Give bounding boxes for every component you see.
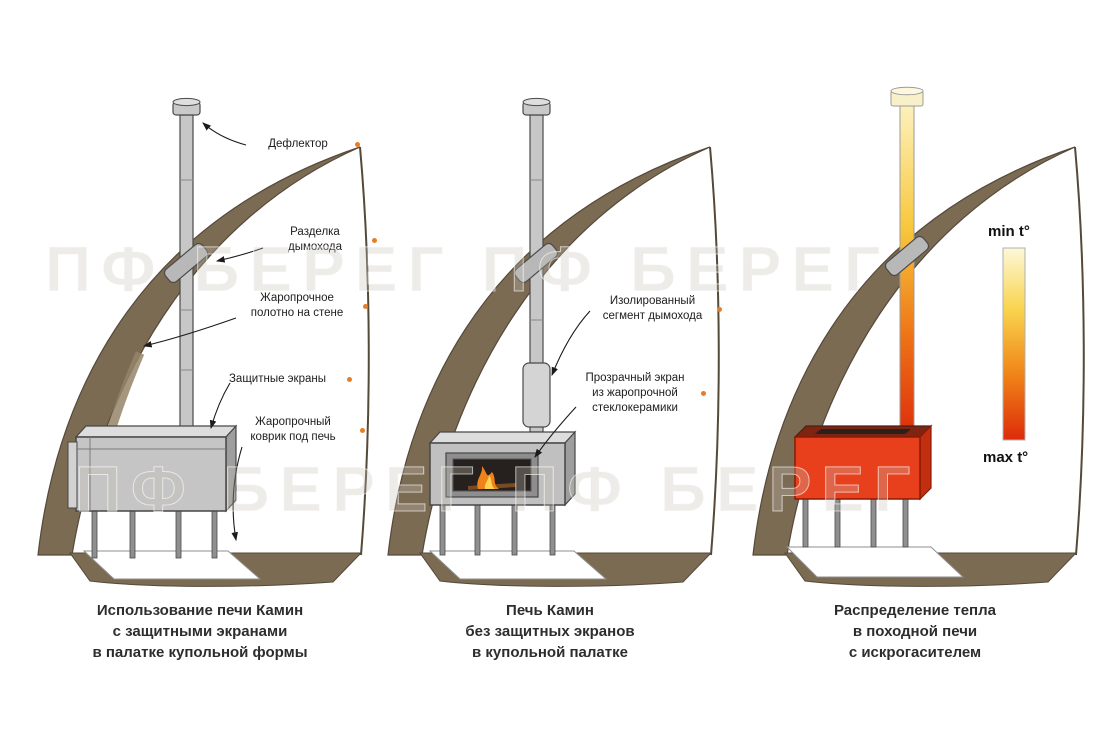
label-text: Жаропрочный	[255, 416, 331, 428]
illustration-heat-distribution	[752, 86, 1085, 587]
deflector	[172, 97, 201, 116]
chimney-flashing	[884, 235, 930, 277]
label-chimney-flashing: Разделка дымохода	[265, 225, 377, 255]
illustration-stove-with-screens	[37, 97, 370, 587]
panel-stove-with-screens: Дефлектор Разделка дымохода Жаропрочное …	[30, 85, 377, 705]
label-text: Изолированный	[609, 295, 696, 307]
chimney-flashing	[163, 242, 209, 284]
label-text: стеклокерамики	[592, 402, 678, 415]
caption-line: с искрогасителем	[848, 644, 982, 661]
label-protective-screens: Защитные экраны	[215, 372, 352, 387]
stove-legs	[439, 504, 556, 556]
stove-body-with-screens	[67, 424, 238, 513]
pointer-arrows	[534, 310, 591, 458]
label-dot	[347, 377, 352, 383]
label-dot	[360, 427, 365, 433]
insulated-chimney-segment	[522, 362, 551, 428]
pointer-arrows	[142, 122, 264, 542]
caption-line: Распределение тепла	[833, 602, 996, 619]
label-deflector: Дефлектор	[248, 137, 360, 152]
label-text: Защитные экраны	[228, 373, 326, 385]
label-text: полотно на стене	[250, 307, 344, 320]
caption-line: Использование печи Камин	[96, 602, 304, 619]
tent-front-edge	[709, 146, 720, 556]
fire	[467, 466, 517, 490]
caption-panel-1: Использование печи Камин с защитными экр…	[30, 600, 370, 663]
heat-mat	[785, 546, 965, 578]
label-heat-mat: Жаропрочный коврик под печь	[233, 415, 365, 445]
chimney-flashing	[513, 242, 559, 284]
caption-line: без защитных экранов	[465, 623, 635, 640]
label-text: коврик под печь	[250, 431, 336, 444]
caption-line: с защитными экранами	[112, 623, 288, 640]
label-wall-cloth: Жаропрочное полотно на стене	[238, 291, 368, 321]
label-dot	[363, 303, 368, 309]
caption-panel-3: Распределение тепла в походной печи с ис…	[745, 600, 1085, 663]
panel-heat-distribution: min t° max t° Распределение тепла в похо…	[745, 85, 1085, 705]
legend-min-label: min t°	[988, 223, 1030, 240]
panel-stove-without-screens: Изолированный сегмент дымохода Прозрачны…	[380, 85, 722, 705]
heat-mat	[428, 550, 608, 580]
tent-front-edge	[1074, 146, 1085, 556]
caption-line: в походной печи	[852, 623, 978, 640]
caption-line: в палатке купольной формы	[92, 644, 308, 661]
stove-legs	[802, 498, 909, 548]
illustration-stove-without-screens	[387, 97, 720, 587]
caption-line: в купольной палатке	[472, 644, 628, 661]
label-glass-screen: Прозрачный экран из жаропрочной стеклоке…	[576, 371, 706, 417]
label-text: Жаропрочное	[260, 292, 334, 304]
label-text: Прозрачный экран	[585, 372, 685, 384]
deflector	[522, 97, 551, 116]
label-text: Разделка	[290, 226, 340, 238]
label-dot	[372, 237, 377, 243]
spark-arrester	[890, 86, 924, 107]
label-insulated-segment: Изолированный сегмент дымохода	[595, 294, 722, 324]
caption-line: Печь Камин	[506, 602, 594, 619]
tent-front-edge	[359, 146, 370, 556]
label-text: дымохода	[287, 241, 343, 254]
label-dot	[717, 306, 722, 312]
label-text: сегмент дымохода	[602, 310, 703, 323]
stove-body	[428, 430, 577, 507]
label-text: Дефлектор	[268, 138, 328, 150]
label-dot	[701, 391, 706, 397]
caption-panel-2: Печь Камин без защитных экранов в куполь…	[380, 600, 720, 663]
label-text: из жаропрочной	[592, 387, 678, 400]
label-dot	[355, 142, 360, 148]
temperature-legend-bar	[1002, 247, 1026, 441]
legend-max-label: max t°	[983, 449, 1029, 466]
stove-body-hot	[793, 424, 933, 501]
